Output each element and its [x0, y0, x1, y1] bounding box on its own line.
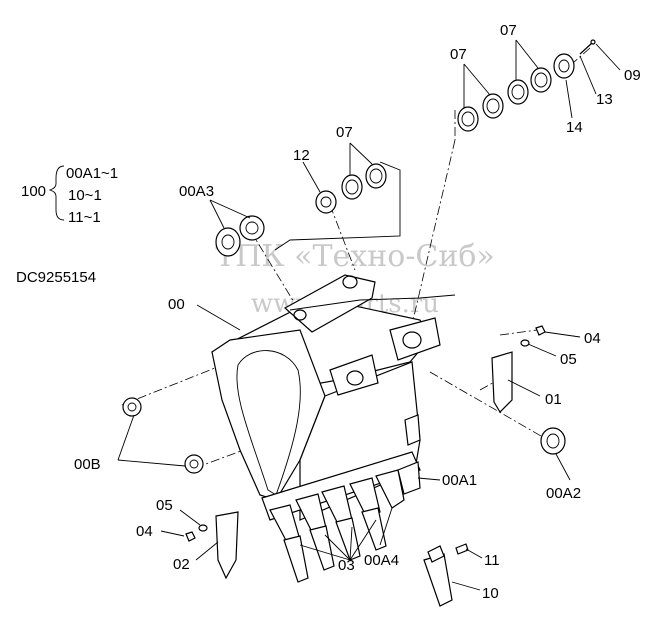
side-cutter-02 [215, 511, 239, 580]
bushing-00B-upper [122, 397, 142, 417]
nut-04-right [535, 325, 546, 336]
washer-14 [553, 53, 575, 79]
callout-09: 09 [624, 67, 641, 84]
assembly-item-2: 10~1 [68, 187, 102, 204]
bracket-outline-b [289, 294, 456, 311]
boss-00A3-ring [239, 215, 265, 241]
assembly-item-1: 00A1~1 [66, 165, 118, 182]
side-cutter-01 [491, 351, 513, 413]
callout-00B: 00B [74, 456, 101, 473]
callout-07-middle: 07 [450, 46, 467, 63]
callout-04-right: 04 [584, 330, 601, 347]
callout-10: 10 [482, 585, 499, 602]
shim-07-d [482, 93, 504, 119]
callout-00: 00 [168, 296, 185, 313]
shim-07-f [530, 67, 552, 93]
shim-07-a [341, 174, 363, 200]
callout-04-left: 04 [136, 523, 153, 540]
assembly-number: 100 [21, 183, 46, 200]
assembly-brace [48, 165, 65, 221]
washer-12 [315, 190, 337, 214]
shim-07-c [457, 106, 479, 132]
callout-14: 14 [566, 119, 583, 136]
callout-00A1: 00A1 [442, 472, 477, 489]
leader-lines [117, 39, 621, 591]
callout-00A4: 00A4 [364, 552, 399, 569]
callout-07-left: 07 [336, 124, 353, 141]
callout-00A3: 00A3 [179, 183, 214, 200]
assembly-item-3: 11~1 [68, 209, 101, 226]
callout-03: 03 [338, 557, 355, 574]
callout-02: 02 [173, 556, 190, 573]
washer-05-right [520, 339, 530, 347]
watermark-company: ТПК «Техно-Сиб» [215, 239, 495, 274]
bracket-outline-a [274, 161, 401, 251]
callout-05-left: 05 [156, 497, 173, 514]
boss-00A3 [215, 227, 241, 257]
callout-12: 12 [293, 147, 310, 164]
callout-05-right: 05 [560, 351, 577, 368]
callout-13: 13 [596, 91, 613, 108]
shim-07-b [365, 163, 387, 189]
callout-07-right: 07 [500, 22, 517, 39]
bolt-13 [579, 42, 593, 55]
washer-05-left [198, 524, 208, 532]
tooth-lock-10 [427, 545, 445, 563]
drawing-code: DC9255154 [16, 269, 96, 286]
pin-09 [590, 39, 596, 45]
shim-07-e [507, 79, 529, 105]
bushing-00B-lower [184, 454, 204, 474]
tooth-10 [423, 553, 453, 607]
callout-00A2: 00A2 [546, 485, 581, 502]
boss-00A2 [540, 427, 566, 455]
callout-11: 11 [484, 552, 500, 569]
callout-01: 01 [545, 391, 562, 408]
bucket-body [211, 274, 441, 583]
nut-04-left [185, 531, 196, 542]
